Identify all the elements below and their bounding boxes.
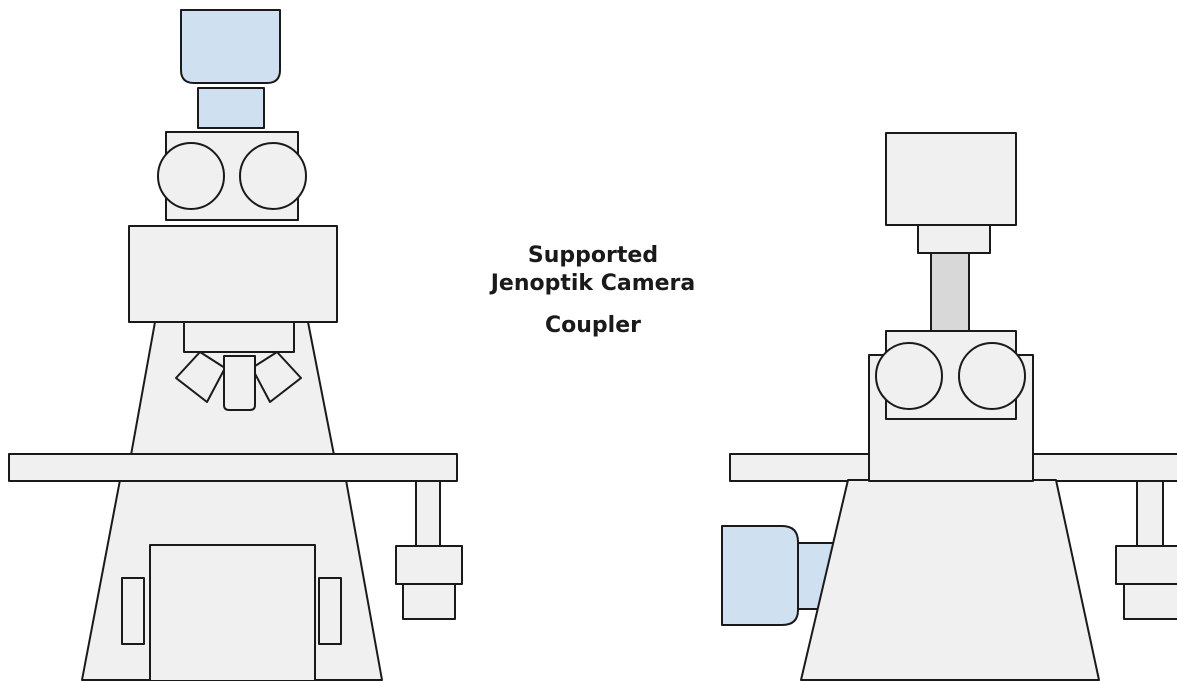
caption-line-1: Supported [527,243,659,268]
inverted-knob-shaft [1136,480,1164,548]
upright-stage [8,453,458,482]
inverted-eyepiece-left [875,342,943,410]
upright-microscope [8,9,463,681]
inverted-microscope [721,132,1177,681]
caption-line-3: Coupler [545,313,641,338]
upright-objective-right [251,351,302,403]
upright-objective-left [175,351,226,403]
upright-head [128,225,338,323]
upright-objective-center [223,355,256,411]
inverted-side-camera [721,525,799,626]
inverted-eyepiece-right [958,342,1026,410]
upright-eyepiece-right [239,142,307,210]
upright-camera-adapter [197,87,265,129]
diagram-caption: Supported Jenoptik Camera Coupler [462,242,724,340]
upright-base-panel [149,544,316,681]
upright-nosepiece [183,321,295,353]
inverted-coupler-collar [917,224,991,254]
inverted-knob-cap [1123,583,1177,620]
upright-knob-shaft [415,480,441,548]
upright-eyepiece-left [157,142,225,210]
inverted-base [800,479,1100,681]
upright-right-slot [318,577,342,645]
inverted-top-camera [885,132,1017,226]
inverted-knob-housing [1115,545,1177,585]
caption-line-2: Jenoptik Camera [490,271,696,296]
upright-knob-housing [395,545,463,585]
inverted-coupler-tube [930,252,970,332]
upright-knob-cap [402,583,456,620]
upright-left-slot [121,577,145,645]
upright-camera [180,9,281,84]
